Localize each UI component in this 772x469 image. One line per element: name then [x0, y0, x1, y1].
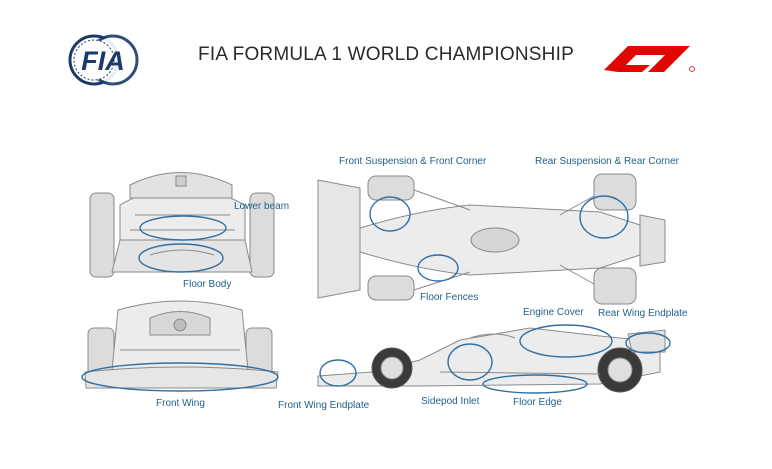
label-front-wing: Front Wing [156, 398, 205, 409]
floor-body-highlight [138, 243, 224, 273]
car-top-view [317, 173, 666, 305]
car-front-quarter-view [84, 300, 279, 389]
car-side-view [317, 327, 666, 393]
label-rear-suspension: Rear Suspension & Rear Corner [535, 156, 679, 167]
rear-suspension-highlight [579, 195, 629, 239]
label-engine-cover: Engine Cover [523, 307, 584, 318]
highlight-ellipses [81, 195, 671, 394]
rear-wing-endplate-highlight [625, 332, 671, 354]
page-title: FIA FORMULA 1 WORLD CHAMPIONSHIP [198, 44, 574, 65]
front-suspension-highlight [369, 196, 411, 232]
label-front-suspension: Front Suspension & Front Corner [339, 156, 487, 167]
floor-fences-highlight [417, 254, 459, 282]
label-floor-edge: Floor Edge [513, 397, 562, 408]
label-front-wing-endplate: Front Wing Endplate [278, 400, 370, 411]
label-lower-beam: Lower beam [234, 201, 290, 212]
fia-logo: FIA [68, 34, 139, 86]
label-sidepod-inlet: Sidepod Inlet [421, 396, 480, 407]
engine-cover-highlight [519, 324, 613, 358]
f1-logo [604, 46, 695, 72]
label-floor-fences: Floor Fences [420, 292, 479, 303]
front-wing-endplate-highlight [319, 359, 357, 387]
floor-edge-highlight [482, 374, 588, 394]
fia-logo-text: FIA [81, 46, 125, 76]
sidepod-inlet-highlight [447, 343, 493, 381]
lower-beam-highlight [139, 215, 227, 241]
label-rear-wing-endplate: Rear Wing Endplate [598, 308, 688, 319]
car-front-view [89, 172, 275, 278]
label-floor-body: Floor Body [183, 279, 232, 290]
front-wing-highlight [81, 362, 279, 392]
